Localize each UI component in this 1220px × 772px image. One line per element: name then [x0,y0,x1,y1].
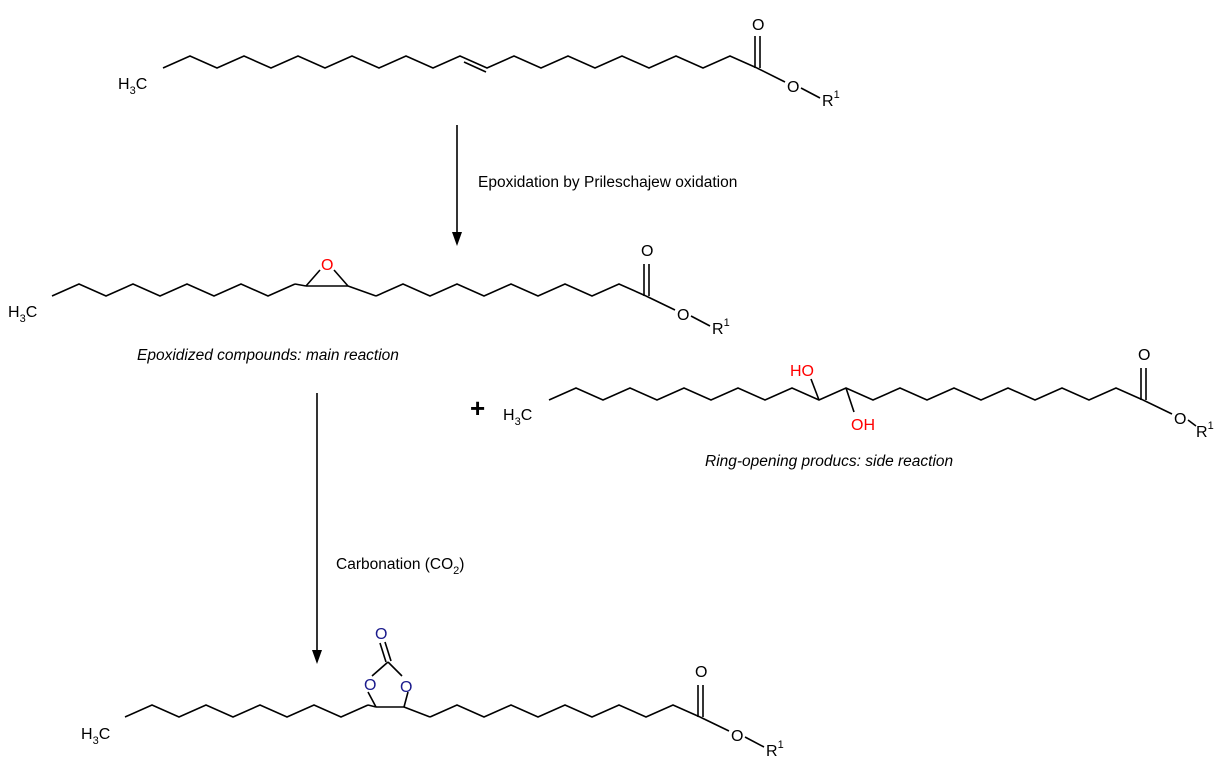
carbonyl-oxygen-1: O [752,17,764,34]
r1-label-1: R1 [822,89,840,110]
ester-bond-1 [756,67,786,83]
ester-oxygen-2: O [677,307,689,324]
alkyl-chain-1 [162,55,758,69]
hydroxyl-bond-top [810,378,820,401]
ring-to-chain-2 [347,285,377,297]
arrow-head-2 [312,650,322,664]
arrow-head-1 [452,232,462,246]
double-bond-1 [463,61,487,73]
caption-side-product: Ring-opening producs: side reaction [705,453,953,470]
ester-bond-3 [1142,399,1173,415]
caption-main-product: Epoxidized compounds: main reaction [137,347,399,364]
alkyl-chain-2b [375,283,647,297]
ester-oxygen-3: O [1174,411,1186,428]
ring-to-chain-4 [403,706,431,718]
carbonyl-oxygen-2: O [641,243,653,260]
step-label-epoxidation: Epoxidation by Prileschajew oxidation [478,174,737,191]
h3c-label-3: H3C [503,407,532,428]
carbonate-oxygen: O [375,626,387,643]
alkoxy-bond-2 [690,315,711,327]
alkoxy-bond-4 [744,736,765,748]
alkyl-chain-4b [429,704,701,718]
ring-bond-c-o-left [367,691,377,708]
carbonate-co-b [384,641,392,662]
ester-bond-2 [645,295,676,311]
alkoxy-bond-1 [800,87,821,99]
h3c-label-1: H3C [118,76,147,97]
chain-to-ring-4 [367,704,377,708]
step-label-carbonation: Carbonation (CO2) [336,556,464,577]
arrow-epoxidation [452,125,462,246]
carbonyl-oxygen-3: O [1138,347,1150,364]
epoxide-oxygen: O [321,257,333,274]
ring-oxygen-right: O [400,679,412,696]
alkyl-chain-2a [51,283,296,297]
alkoxy-bond-3 [1187,419,1197,427]
ring-bond-c-o-right [387,661,403,677]
r1-label-2: R1 [712,317,730,338]
hydroxyl-bond-bottom [845,387,855,413]
epoxidized-ester: H3C O O O R1 [8,243,730,338]
ring-oxygen-left: O [364,677,376,694]
epoxide-co-bond-left [305,269,321,287]
r1-label-3: R1 [1196,420,1214,441]
chain-to-ring-2 [294,283,307,287]
ring-bond-o-c-left [371,661,389,677]
ring-opening-diol: H3C HO OH O O R1 [503,347,1214,441]
unsaturated-fatty-ester: H3C O O R1 [118,17,840,110]
plus-sign: + [470,393,485,423]
carbonate-co-a [379,642,387,663]
hydroxyl-bottom: OH [851,417,875,434]
epoxide-co-bond-right [333,269,349,287]
hydroxyl-top: HO [790,363,814,380]
r1-label-4: R1 [766,739,784,760]
arrow-carbonation [312,393,322,664]
carbonyl-oxygen-4: O [695,664,707,681]
ester-oxygen-1: O [787,79,799,96]
ring-bond-o-c-right [403,691,409,708]
alkyl-chain-4a [124,704,369,718]
ester-bond-4 [699,716,730,732]
cyclic-carbonate-ester: H3C O O O O O R1 [81,626,784,760]
ester-oxygen-4: O [731,728,743,745]
h3c-label-4: H3C [81,726,110,747]
h3c-label-2: H3C [8,304,37,325]
